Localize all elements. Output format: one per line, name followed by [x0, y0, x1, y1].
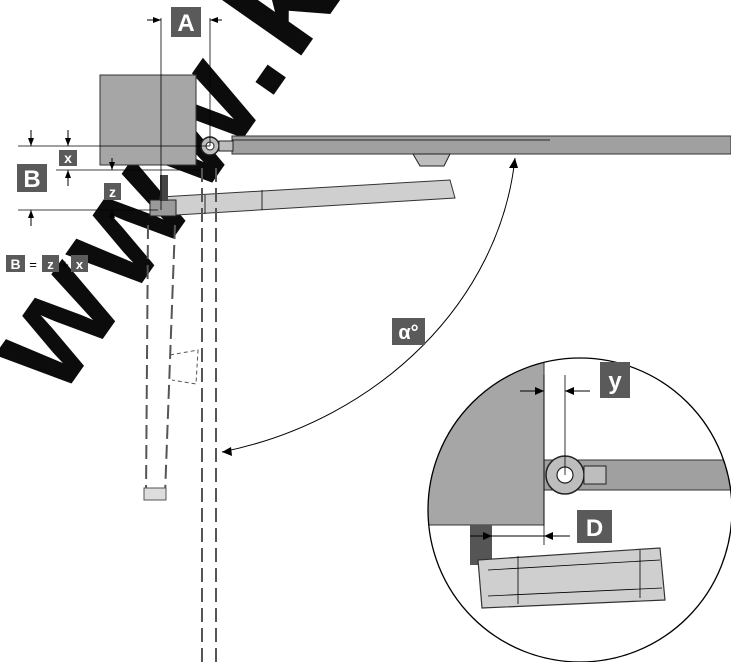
label-d: D	[586, 515, 603, 542]
actuator-arm-open	[143, 224, 199, 501]
dimension-d	[470, 532, 570, 540]
gate-leaf-closed	[231, 135, 731, 155]
label-x: x	[64, 150, 72, 166]
label-d-box	[577, 510, 612, 543]
dimension-y	[520, 375, 590, 545]
label-x-box	[59, 150, 77, 166]
label-y-box	[600, 362, 630, 398]
label-y: y	[608, 368, 622, 395]
label-b: B	[23, 166, 40, 193]
formula-plus: +	[61, 257, 69, 272]
label-alpha-box	[392, 318, 425, 345]
label-b-box	[17, 164, 47, 192]
label-z: z	[109, 184, 116, 200]
gate-leaf-open	[201, 168, 217, 662]
label-a: A	[177, 10, 194, 37]
formula-eq: =	[29, 257, 37, 272]
dimension-z	[109, 158, 115, 222]
opening-angle-arc	[221, 157, 518, 456]
label-a-box	[171, 7, 201, 37]
gate-bracket	[412, 153, 451, 167]
formula-term1: z	[47, 257, 54, 272]
dimension-b	[28, 130, 34, 226]
label-z-box	[104, 183, 121, 200]
dimension-x	[65, 130, 71, 186]
formula-lhs: B	[10, 256, 20, 272]
dimension-b-lines	[18, 145, 210, 211]
dimension-a	[147, 17, 222, 210]
label-alpha: α°	[398, 322, 418, 344]
detail-view	[427, 357, 731, 662]
formula: B = z + x	[6, 255, 88, 272]
formula-term2: x	[76, 257, 84, 272]
wall-pillar	[99, 74, 197, 166]
